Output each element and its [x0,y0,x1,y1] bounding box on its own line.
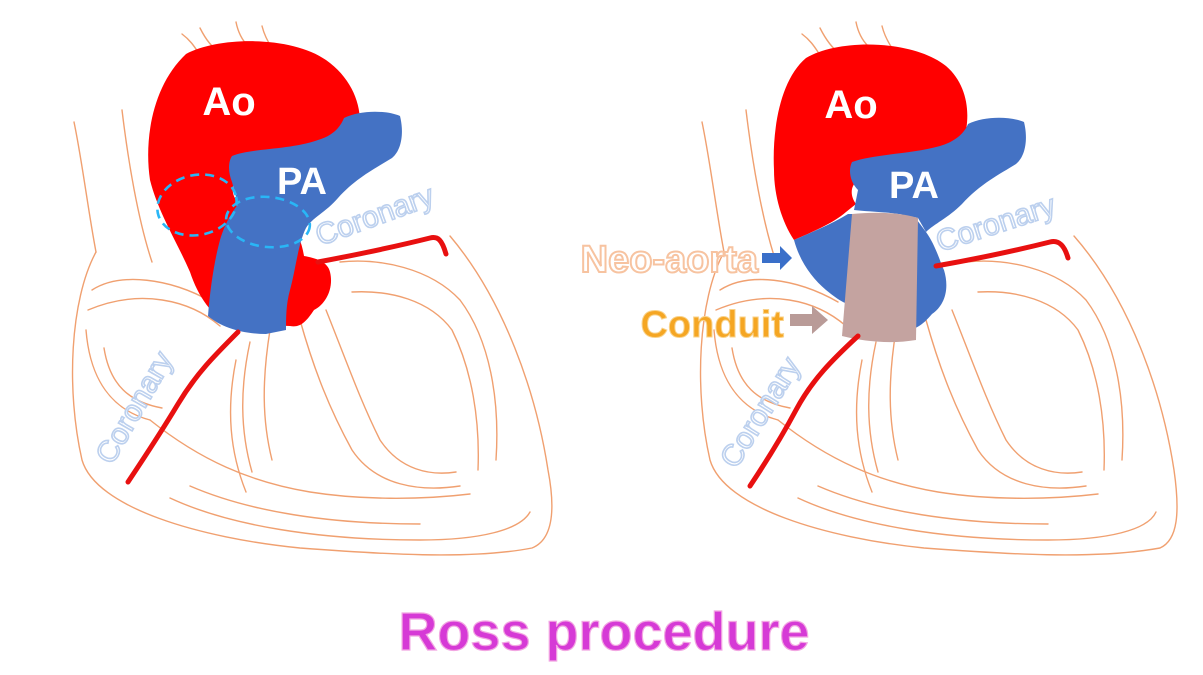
left-coronary-left-label: Coronary [89,346,179,469]
left-pulmonary-artery [208,111,402,335]
left-aortic-valve-ring [156,173,238,237]
right-coronary-artery-right [933,239,1071,269]
right-conduit [842,212,918,343]
left-pulmonary-valve-ring [224,195,312,249]
left-heart-outline [71,21,553,556]
right-pa-label: PA [889,165,939,207]
right-ao-label: Ao [824,83,877,127]
left-heart: Ao PA Coronary Coronary [71,21,553,556]
left-aorta [148,41,360,327]
conduit-arrow [790,306,828,334]
left-coronary-artery-right [315,235,449,265]
diagram-title: Ross procedure [398,602,809,662]
right-neo-aorta [794,214,858,306]
left-coronary-artery-left [125,329,241,485]
neo-aorta-label: Neo-aorta [581,239,759,281]
right-coronary-artery-left [747,333,861,489]
neo-aorta-arrow [762,246,792,270]
left-ao-label: Ao [202,80,255,124]
right-heart: Ao PA Coronary Coronary Neo-aorta Condui… [580,21,1178,556]
right-heart-outline [699,21,1178,556]
left-pa-label: PA [277,161,327,203]
right-pulmonary-artery [850,117,1026,232]
right-aorta [773,44,968,241]
conduit-label: Conduit [640,304,784,346]
